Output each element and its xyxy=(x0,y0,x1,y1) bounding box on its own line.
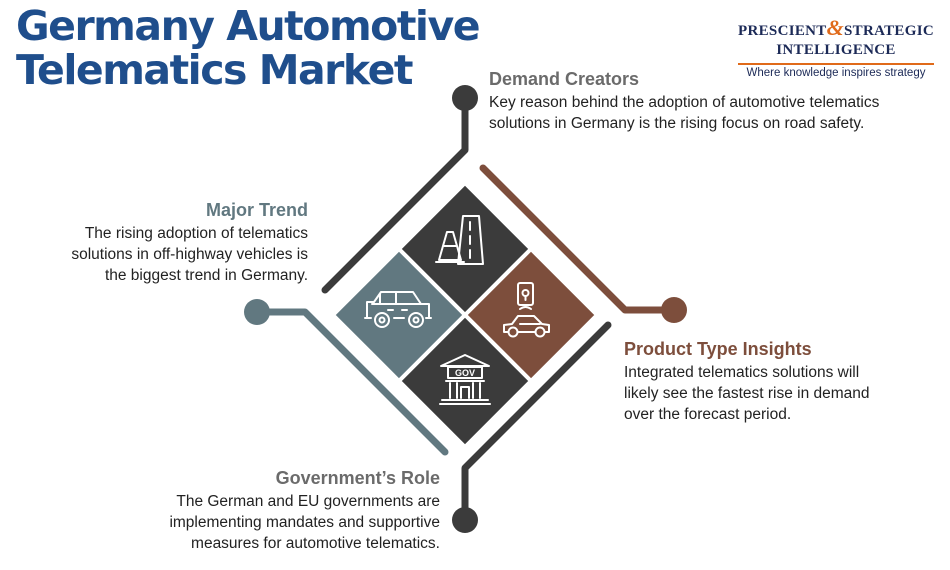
logo-line-2: INTELLIGENCE xyxy=(776,42,896,58)
connector-demand xyxy=(321,94,469,294)
product-type-block: Product Type Insights Integrated telemat… xyxy=(624,338,894,425)
government-role-heading: Government’s Role xyxy=(275,468,440,488)
government-role-block: Government’s Role The German and EU gove… xyxy=(130,467,440,554)
demand-creators-heading: Demand Creators xyxy=(489,69,640,89)
connected-car-icon xyxy=(503,282,550,338)
product-type-heading: Product Type Insights xyxy=(624,339,812,359)
product-type-text: Integrated telematics solutions will lik… xyxy=(624,364,870,423)
government-building-icon xyxy=(439,354,491,405)
logo-divider xyxy=(738,63,934,65)
page-title: Germany Automotive Telematics Market xyxy=(16,2,481,94)
major-trend-heading: Major Trend xyxy=(205,200,308,220)
node-demand xyxy=(452,85,478,111)
government-role-text: The German and EU governments are implem… xyxy=(169,493,440,552)
connector-government xyxy=(461,321,612,524)
logo-tagline: Where knowledge inspires strategy xyxy=(746,67,926,79)
brand-logo: PRESCIENT&STRATEGIC INTELLIGENCE Where k… xyxy=(736,15,936,79)
major-trend-text: The rising adoption of telematics soluti… xyxy=(71,225,308,284)
node-trend xyxy=(244,299,270,325)
node-government xyxy=(452,507,478,533)
connector-product xyxy=(479,164,677,314)
major-trend-block: Major Trend The rising adoption of telem… xyxy=(60,199,308,286)
connector-trend xyxy=(254,308,449,456)
gov-label: GOV xyxy=(455,368,475,378)
demand-creators-block: Demand Creators Key reason behind the ad… xyxy=(489,68,889,134)
node-product xyxy=(661,297,687,323)
logo-ampersand: & xyxy=(826,15,845,40)
demand-creators-text: Key reason behind the adoption of automo… xyxy=(489,94,880,132)
road-cone-icon xyxy=(435,215,484,265)
logo-line-1: PRESCIENT&STRATEGIC xyxy=(738,15,934,40)
off-road-vehicle-icon xyxy=(364,291,432,328)
